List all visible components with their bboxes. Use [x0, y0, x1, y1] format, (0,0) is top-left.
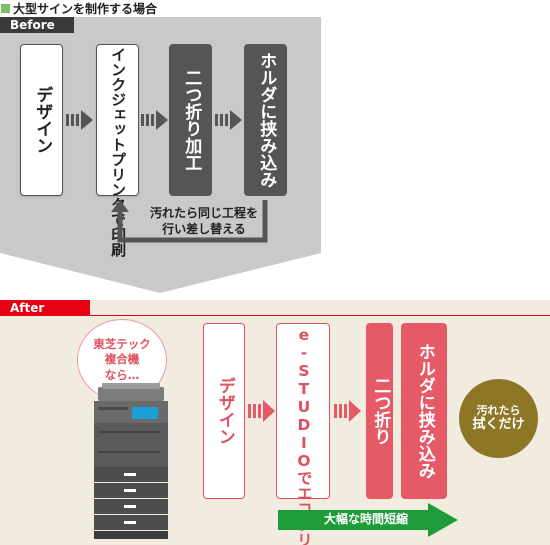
after-step-estudio-label: e-STUDIOでエコクリスタルに印刷 — [294, 326, 313, 545]
loop-back-line-2: 行い差し替える — [162, 221, 246, 236]
after-label: After — [0, 300, 90, 316]
after-step-estudio: e-STUDIOでエコクリスタルに印刷 — [276, 323, 330, 545]
before-step-design-label: デザイン — [32, 86, 53, 154]
bubble-line-3: なら… — [104, 367, 140, 382]
loop-back-arrow — [111, 200, 268, 243]
before-step-holder-label: ホルダに挟み込み — [256, 52, 277, 188]
title-row: 大型サインを制作する場合 — [0, 0, 157, 16]
before-panel — [0, 17, 321, 293]
bubble-line-2: 複合機 — [104, 352, 140, 367]
after-step-holder: ホルダに挟み込み — [401, 323, 447, 499]
printer-icon — [94, 383, 168, 539]
after-arrow-1 — [248, 400, 275, 422]
time-saving-label: 大幅な時間短縮 — [323, 512, 408, 526]
after-step-holder-label: ホルダに挟み込み — [414, 343, 435, 479]
before-step-holder: ホルダに挟み込み — [244, 44, 287, 196]
after-step-fold: 二つ折り — [366, 323, 393, 499]
before-label: Before — [0, 17, 74, 33]
loop-back-label: 汚れたら同じ工程を 行い差し替える — [134, 206, 274, 237]
bubble-line-1: 東芝テック — [93, 336, 151, 351]
badge-line-2: 拭くだけ — [472, 417, 525, 433]
after-arrow-2 — [334, 400, 361, 422]
before-step-fold-label: 二つ折り加工 — [181, 69, 202, 171]
before-step-fold: 二つ折り加工 — [169, 44, 212, 196]
before-arrow-2 — [141, 110, 168, 130]
wipe-clean-badge: 汚れたら 拭くだけ — [459, 379, 538, 458]
before-step-design: デザイン — [20, 44, 63, 196]
badge-line-1: 汚れたら — [476, 404, 521, 418]
before-arrow-3 — [215, 110, 242, 130]
after-step-design-label: デザイン — [214, 377, 235, 445]
after-step-fold-label: 二つ折り — [370, 377, 391, 445]
before-arrow-1 — [66, 110, 93, 130]
after-step-design: デザイン — [203, 323, 245, 499]
page-title: 大型サインを制作する場合 — [13, 1, 158, 16]
after-divider — [0, 315, 550, 316]
title-marker-icon — [1, 3, 10, 13]
loop-back-line-1: 汚れたら同じ工程を — [149, 206, 258, 220]
before-step-inkjet-label: インクジェットプリンタで印刷 — [109, 47, 128, 257]
time-saving-arrow — [278, 503, 458, 537]
before-step-inkjet: インクジェットプリンタで印刷 — [96, 44, 139, 257]
